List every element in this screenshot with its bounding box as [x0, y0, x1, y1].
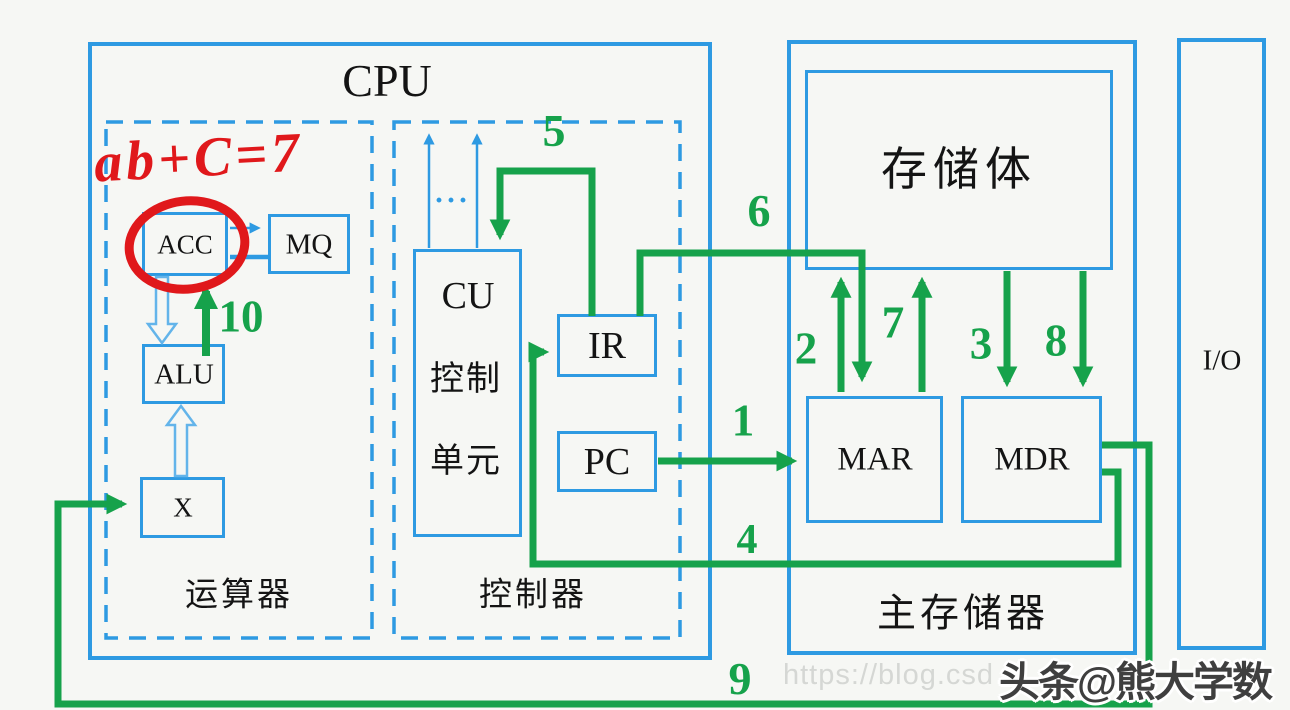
flow-number-7: 7 [881, 297, 905, 348]
flow-5-ir-to-cu [489, 167, 596, 316]
alu-label: ALU [154, 358, 214, 391]
acc-label: ACC [157, 229, 213, 260]
flow-6-ir-to-mar [636, 249, 873, 383]
red-circle-annotation [124, 196, 250, 294]
flow-4-mdr-to-ir [528, 341, 1122, 568]
flow-9-mdr-to-x [54, 441, 1153, 708]
mar-register-box [806, 396, 943, 523]
handwritten-note: ab+C=7 [92, 121, 305, 195]
controller-label: 控制器 [479, 577, 587, 614]
cu-title-label: CU [441, 275, 495, 317]
flow-number-4: 4 [736, 517, 758, 563]
flow-number-9: 9 [728, 653, 752, 704]
cu-word1-label: 控制 [430, 361, 502, 398]
flow-number-6: 6 [747, 185, 771, 236]
x-register-label: X [173, 492, 193, 523]
cu-signal-dots: ··· [433, 184, 471, 217]
x-register-box [140, 477, 225, 538]
storage-bank-label: 存储体 [881, 144, 1037, 195]
credit-watermark: 头条@熊大学数学 [999, 659, 1273, 705]
pc-label: PC [583, 441, 631, 483]
control-unit-box [413, 249, 522, 537]
pc-register-box [557, 431, 657, 492]
mdr-register-box [961, 396, 1102, 523]
ir-label: IR [588, 325, 626, 367]
ir-register-box [557, 314, 657, 377]
url-watermark: https://blog.csd [783, 659, 995, 691]
mq-label: MQ [285, 228, 333, 261]
io-label: I/O [1202, 344, 1242, 377]
flow-number-10: 10 [218, 291, 264, 342]
cu-word2-label: 单元 [430, 443, 502, 480]
arithmetic-unit-label: 运算器 [185, 577, 293, 614]
mdr-label: MDR [994, 441, 1070, 478]
flow-number-1: 1 [731, 395, 755, 446]
flow-number-8: 8 [1044, 315, 1068, 366]
x-to-alu-hollow-arrow [164, 403, 198, 478]
flow-number-5: 5 [542, 105, 566, 156]
controller-dashed-box [392, 120, 682, 640]
acc-register-box [142, 212, 228, 276]
mar-label: MAR [837, 441, 913, 478]
cpu-box [88, 42, 712, 660]
io-box [1177, 38, 1266, 650]
main-memory-box [787, 40, 1137, 655]
alu-box [142, 344, 225, 404]
flow-number-2: 2 [794, 323, 818, 374]
main-memory-label: 主存储器 [876, 592, 1050, 636]
arithmetic-unit-dashed-box [104, 120, 374, 640]
mq-register-box [268, 214, 350, 274]
flow-number-3: 3 [969, 318, 993, 369]
cpu-title: CPU [342, 55, 432, 106]
storage-bank-box [805, 70, 1113, 270]
